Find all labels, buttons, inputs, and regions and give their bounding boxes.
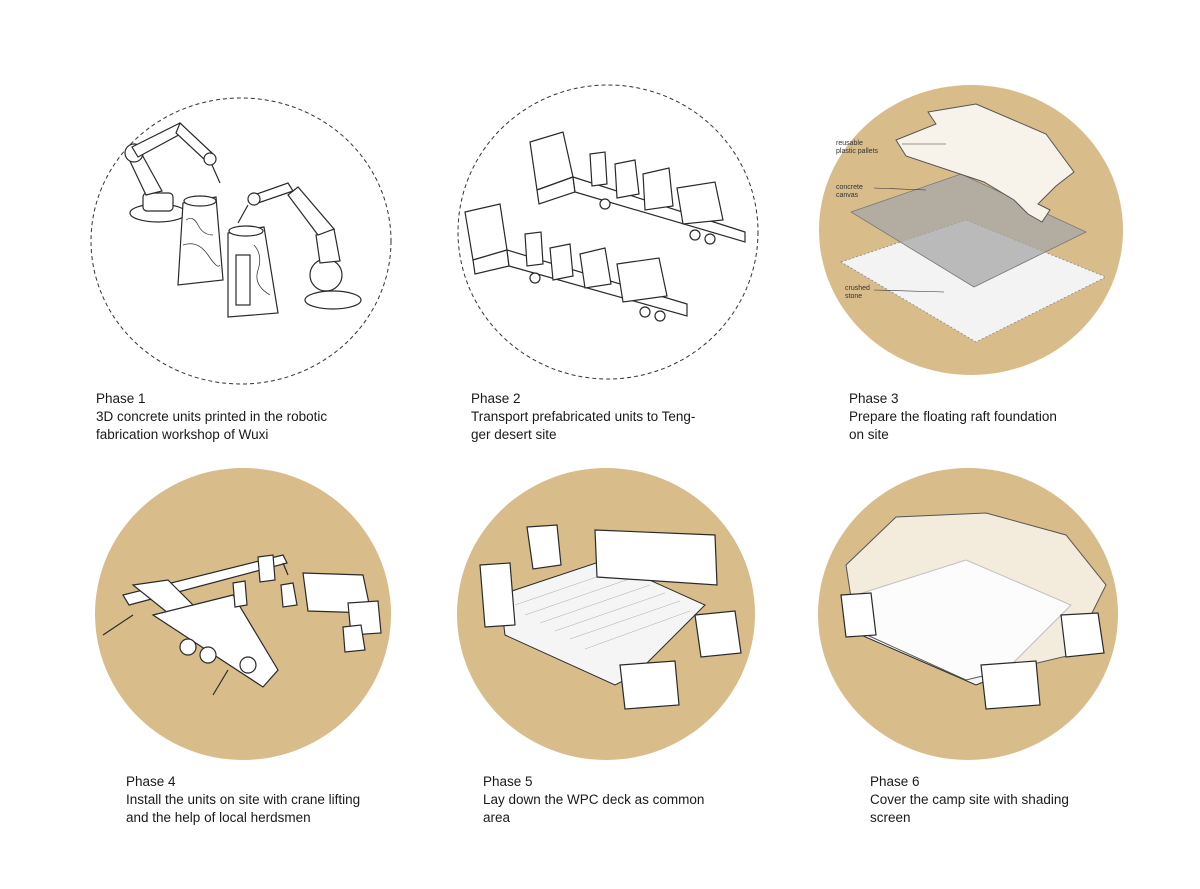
label-stone: crushed stone xyxy=(845,285,870,300)
phase-1-caption: Phase 1 3D concrete units printed in the… xyxy=(96,390,327,444)
phase-title: Phase 1 xyxy=(96,391,146,406)
phase-3-illustration xyxy=(819,85,1123,375)
concrete-unit-icon xyxy=(840,592,877,638)
phase-4-illustration xyxy=(95,468,391,760)
phase-title: Phase 6 xyxy=(870,774,920,789)
phase-5-illustration xyxy=(457,468,755,760)
concrete-unit-icon xyxy=(526,524,562,570)
robot-arm-icon xyxy=(124,121,221,223)
phase-2-illustration xyxy=(457,84,759,380)
concrete-unit-icon xyxy=(479,562,516,628)
phase-1-illustration xyxy=(90,97,392,385)
concrete-unit-icon xyxy=(594,529,718,586)
concrete-unit-icon xyxy=(1060,612,1105,658)
truck-icon xyxy=(529,131,746,245)
truck-icon xyxy=(464,203,688,322)
label-pallets: reusable plastic pallets xyxy=(836,140,879,155)
phase-3-caption: Phase 3 Prepare the floating raft founda… xyxy=(849,390,1057,444)
concrete-unit-icon xyxy=(342,624,366,653)
concrete-canvas-layer xyxy=(850,173,1087,288)
label-canvas: concrete canvas xyxy=(836,184,863,199)
phase-title: Phase 5 xyxy=(483,774,533,789)
phase-6-caption: Phase 6 Cover the camp site with shading… xyxy=(870,773,1069,827)
phase-description: Prepare the floating raft foundation on … xyxy=(849,409,1057,442)
concrete-unit-icon xyxy=(227,225,279,318)
concrete-unit-icon xyxy=(280,582,298,608)
phase-description: Install the units on site with crane lif… xyxy=(126,792,361,825)
phase-title: Phase 4 xyxy=(126,774,176,789)
shading-screen xyxy=(845,512,1107,681)
phase-5-caption: Phase 5 Lay down the WPC deck as common … xyxy=(483,773,704,827)
phase-6-illustration xyxy=(818,468,1118,760)
concrete-unit-icon xyxy=(177,195,224,286)
phase-description: 3D concrete units printed in the robotic… xyxy=(96,409,328,442)
phase-4-caption: Phase 4 Install the units on site with c… xyxy=(126,773,360,827)
phase-description: Lay down the WPC deck as common area xyxy=(483,792,705,825)
phase-title: Phase 3 xyxy=(849,391,899,406)
phase-title: Phase 2 xyxy=(471,391,521,406)
phase-2-caption: Phase 2 Transport prefabricated units to… xyxy=(471,390,695,444)
concrete-unit-icon xyxy=(232,580,248,608)
phase-description: Cover the camp site with shading screen xyxy=(870,792,1069,825)
concrete-unit-icon xyxy=(980,660,1041,710)
phase-3-labels: reusable plastic pallets xyxy=(836,140,878,156)
concrete-unit-icon xyxy=(619,660,680,710)
robot-arm-icon xyxy=(237,182,362,310)
label-canvas-wrap: concrete canvas xyxy=(836,184,863,200)
concrete-unit-icon xyxy=(694,610,742,658)
crane-icon xyxy=(102,554,289,696)
concrete-unit-icon xyxy=(257,554,276,583)
label-stone-wrap: crushed stone xyxy=(845,285,870,301)
plastic-pallets-layer xyxy=(895,103,1075,223)
phase-description: Transport prefabricated units to Teng- g… xyxy=(471,409,696,442)
